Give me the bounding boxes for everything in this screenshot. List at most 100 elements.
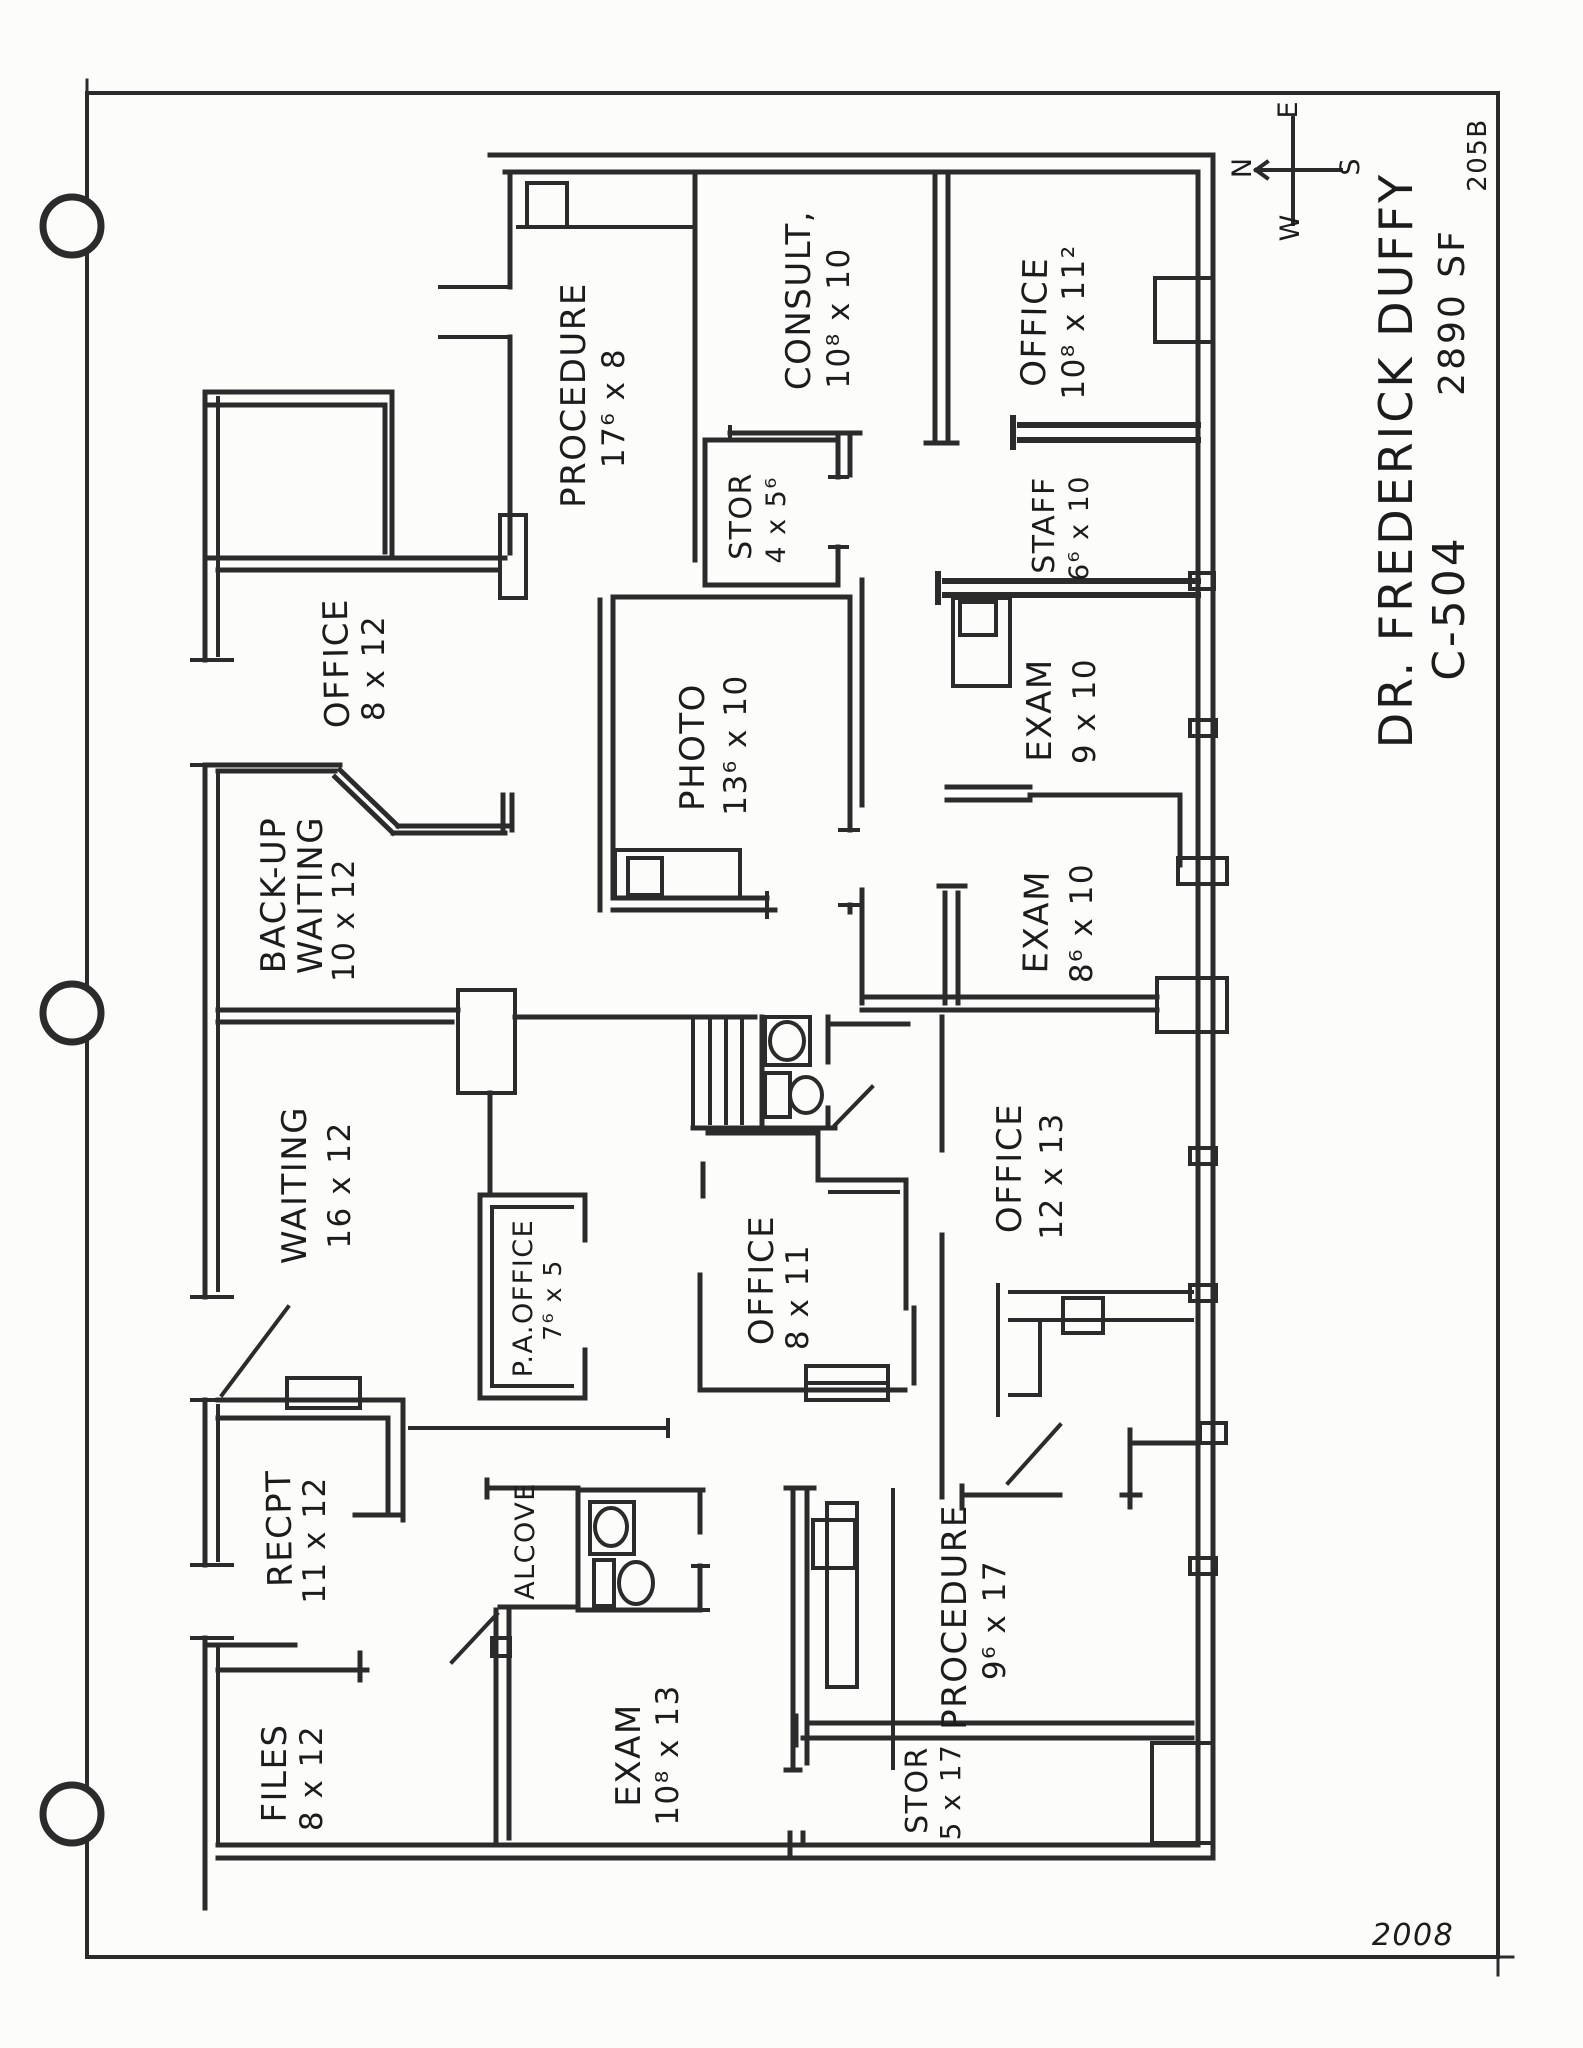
svg-text:10⁸ x 11²: 10⁸ x 11²: [1056, 244, 1092, 399]
svg-text:P.A.OFFICE: P.A.OFFICE: [508, 1219, 539, 1377]
sink-icon: [763, 1015, 812, 1067]
svg-text:PROCEDURE: PROCEDURE: [554, 282, 594, 508]
svg-text:12 x 13: 12 x 13: [1034, 1112, 1070, 1239]
exam-table: [825, 1501, 859, 1689]
room-label-office-northeast: OFFICE 10⁸ x 11²: [1014, 244, 1092, 399]
svg-text:8 x 12: 8 x 12: [356, 615, 392, 721]
room-label-office-east: OFFICE 12 x 13: [990, 1103, 1070, 1240]
room-label-exam-middle: EXAM 8⁶ x 10: [1016, 863, 1100, 983]
office-east-walls: [939, 1014, 1201, 1511]
sheet-note: 205B: [1463, 118, 1493, 191]
svg-text:8⁶ x 10: 8⁶ x 10: [1064, 863, 1100, 983]
room-label-alcove: ALCOVE: [510, 1482, 541, 1600]
toilet-room-2: [575, 1487, 710, 1613]
svg-text:OFFICE: OFFICE: [990, 1103, 1030, 1233]
door-swing: [832, 1084, 875, 1128]
svg-text:PROCEDURE: PROCEDURE: [935, 1504, 975, 1730]
desk: [285, 1376, 362, 1410]
compass: E N S W: [1227, 101, 1366, 241]
svg-text:STAFF: STAFF: [1027, 476, 1062, 574]
procedure-south-walls: [783, 1485, 1195, 1861]
svg-text:6⁶ x 10: 6⁶ x 10: [1064, 475, 1095, 581]
svg-text:STOR: STOR: [724, 472, 759, 560]
interior-walls-north: [202, 169, 1201, 605]
reception-counter: [215, 1376, 670, 1523]
suite-number: C-504: [1424, 535, 1475, 681]
toilet-room-1: [690, 1014, 875, 1131]
svg-text:EXAM: EXAM: [1020, 658, 1060, 761]
svg-text:STOR: STOR: [900, 1746, 935, 1834]
title-owner: DR. FREDERICK DUFFY: [1369, 172, 1423, 749]
room-label-exam-north: EXAM 9 x 10: [1020, 658, 1103, 764]
svg-text:16 x 12: 16 x 12: [322, 1121, 358, 1248]
compass-n: N: [1227, 158, 1258, 178]
svg-text:WAITING: WAITING: [275, 1106, 315, 1264]
room-label-storage-north: STOR 4 x 5⁶: [724, 472, 792, 564]
room-label-pa-office: P.A.OFFICE 7⁶ x 5: [508, 1219, 567, 1377]
svg-text:10⁸ x 13: 10⁸ x 13: [650, 1684, 686, 1825]
svg-text:OFFICE: OFFICE: [316, 598, 358, 729]
area-label: 2890 SF: [1432, 228, 1473, 396]
pa-office-walls: [477, 1090, 588, 1401]
svg-text:8 x 11: 8 x 11: [780, 1244, 816, 1350]
svg-text:7⁶ x 5: 7⁶ x 5: [538, 1259, 567, 1341]
svg-text:OFFICE: OFFICE: [742, 1215, 782, 1345]
room-label-consult: CONSULT, 10⁸ x 10: [779, 210, 857, 390]
room-label-procedure-north: PROCEDURE 17⁶ x 8: [554, 282, 632, 508]
svg-text:OFFICE: OFFICE: [1014, 256, 1056, 387]
corridor-walls: [215, 988, 911, 1095]
room-label-storage-south: STOR 5 x 17: [900, 1744, 967, 1841]
closet-shelves: [691, 1015, 744, 1130]
room-label-office-middle: OFFICE 8 x 11: [742, 1215, 816, 1350]
svg-text:9 x 10: 9 x 10: [1067, 658, 1103, 764]
interior-walls-photo: [597, 577, 865, 1006]
north-arrow-icon: [1253, 116, 1343, 226]
toilet-icon: [592, 1558, 616, 1608]
sink-icon: [588, 1500, 636, 1556]
hole-punch: [39, 193, 105, 259]
compass-w: W: [1275, 215, 1306, 242]
svg-text:BACK-UP: BACK-UP: [254, 817, 294, 974]
room-label-files: FILES 8 x 12: [255, 1723, 330, 1831]
room-label-reception: RECPT 11 x 12: [259, 1469, 333, 1604]
equipment: [958, 600, 998, 637]
room-label-exam-south: EXAM 10⁸ x 13: [609, 1684, 686, 1825]
desk: [996, 1283, 1194, 1417]
room-label-staff: STAFF 6⁶ x 10: [1027, 475, 1095, 581]
room-label-backup-waiting: BACK-UP WAITING 10 x 12: [254, 816, 362, 982]
equipment: [525, 181, 569, 229]
column: [1155, 976, 1229, 1034]
title-block: DR. FREDERICK DUFFY C-504 2890 SF: [1369, 172, 1475, 749]
border-frame: [85, 78, 1515, 1977]
column: [1150, 1741, 1215, 1845]
svg-text:11 x 12: 11 x 12: [297, 1476, 333, 1603]
room-label-photo: PHOTO 13⁶ x 10: [673, 674, 754, 815]
svg-text:8 x 12: 8 x 12: [294, 1725, 330, 1831]
svg-text:FILES: FILES: [255, 1723, 295, 1822]
door-swing: [219, 1304, 291, 1398]
svg-text:10 x 12: 10 x 12: [327, 858, 362, 982]
svg-text:9⁶ x 17: 9⁶ x 17: [977, 1560, 1013, 1680]
svg-text:17⁶ x 8: 17⁶ x 8: [596, 348, 632, 468]
svg-text:ALCOVE: ALCOVE: [510, 1482, 541, 1600]
svg-text:EXAM: EXAM: [1016, 870, 1058, 974]
compass-s: S: [1335, 158, 1366, 175]
hole-punch: [39, 1781, 105, 1847]
door-swing: [449, 1611, 500, 1665]
room-label-waiting: WAITING 16 x 12: [275, 1106, 358, 1264]
svg-text:PHOTO: PHOTO: [673, 683, 713, 811]
svg-text:RECPT: RECPT: [259, 1469, 301, 1587]
toilet-icon: [763, 1071, 792, 1119]
counter: [613, 848, 742, 900]
svg-text:10⁸ x 10: 10⁸ x 10: [821, 247, 857, 388]
svg-text:13⁶ x 10: 13⁶ x 10: [718, 674, 754, 815]
year-note: 2008: [1372, 1918, 1454, 1953]
hole-punches: [39, 193, 105, 1847]
wall-columns: [1150, 276, 1229, 1845]
equipment: [626, 856, 664, 897]
svg-text:CONSULT,: CONSULT,: [779, 210, 819, 390]
compass-e: E: [1273, 101, 1304, 118]
room-label-office-northwest: OFFICE 8 x 12: [316, 598, 392, 729]
